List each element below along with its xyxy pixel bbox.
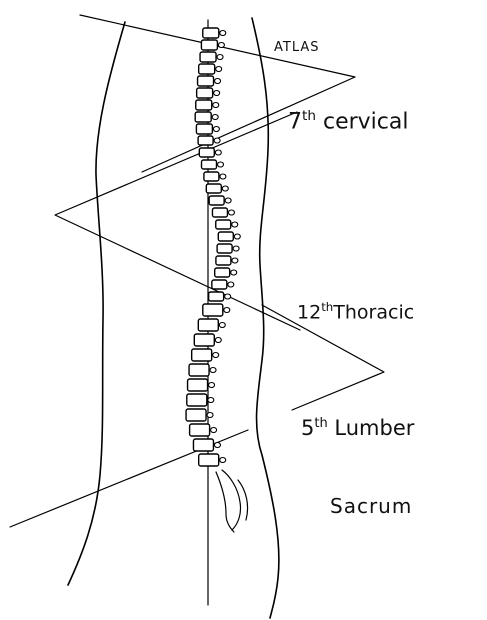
vertebra-process	[214, 443, 220, 448]
vertebra	[198, 136, 213, 145]
vertebra-process	[218, 162, 224, 167]
vertebra	[197, 88, 213, 98]
vertebra	[199, 148, 214, 157]
vertebra-process	[220, 458, 226, 463]
label-5th-lumbar-sup: th	[314, 416, 327, 431]
vertebral-column	[186, 28, 240, 466]
vertebra-process	[216, 67, 222, 72]
vertebra-process	[212, 115, 218, 120]
vertebra-process	[228, 210, 234, 215]
vertebra	[202, 160, 217, 169]
vertebra	[203, 28, 219, 38]
label-12th-thoracic-num: 12	[297, 301, 321, 323]
label-12th-thoracic: 12thThoracic	[297, 300, 414, 323]
vertebra	[192, 349, 212, 361]
vertebra-process	[207, 413, 213, 418]
vertebra	[196, 100, 212, 110]
vertebra-process	[232, 258, 238, 263]
vertebra-process	[220, 31, 226, 36]
vertebra	[199, 454, 219, 466]
label-7th-cervical-num: 7	[288, 109, 302, 134]
vertebra-process	[210, 368, 216, 373]
label-7th-cervical-word: cervical	[323, 109, 409, 134]
label-12th-thoracic-sup: th	[321, 300, 333, 314]
vertebra-process	[224, 308, 230, 313]
vertebra-process	[213, 353, 219, 358]
vertebra	[209, 196, 224, 205]
vertebra	[206, 184, 221, 193]
vertebra-process	[220, 174, 226, 179]
vertebra-process	[225, 198, 231, 203]
vertebra	[193, 439, 213, 451]
vertebra-process	[215, 79, 221, 84]
vertebra	[190, 424, 210, 436]
vertebra-process	[208, 398, 214, 403]
vertebra	[212, 280, 227, 289]
vertebra-process	[213, 103, 219, 108]
vertebra	[217, 244, 232, 253]
cervical-thoracic-line	[55, 112, 300, 330]
vertebra-process	[222, 186, 228, 191]
vertebra	[218, 232, 233, 241]
vertebra	[216, 256, 231, 265]
vertebra-process	[225, 294, 231, 299]
vertebra-process	[209, 383, 215, 388]
vertebra	[198, 319, 218, 331]
vertebra-process	[213, 127, 219, 132]
label-5th-lumbar-num: 5	[301, 416, 314, 440]
vertebra	[216, 220, 231, 229]
vertebra-process	[231, 270, 237, 275]
label-atlas: ATLAS	[274, 40, 320, 55]
vertebra-process	[215, 338, 221, 343]
vertebra	[188, 379, 208, 391]
vertebra	[198, 76, 214, 86]
label-5th-lumbar: 5th Lumber	[301, 416, 414, 440]
sacrum-shape	[216, 470, 248, 532]
vertebra-process	[232, 222, 238, 227]
vertebra-process	[218, 43, 224, 48]
vertebra	[186, 409, 206, 421]
vertebra-process	[233, 246, 239, 251]
vertebra	[194, 334, 214, 346]
vertebra	[200, 52, 216, 62]
label-5th-lumbar-word: Lumber	[334, 416, 414, 440]
vertebra	[215, 268, 230, 277]
vertebra-process	[211, 428, 217, 433]
label-sacrum: Sacrum	[330, 494, 412, 518]
label-12th-thoracic-word: Thoracic	[333, 301, 414, 323]
vertebra-process	[219, 323, 225, 328]
vertebra	[201, 40, 217, 50]
label-7th-cervical: 7th cervical	[288, 108, 408, 134]
vertebra	[209, 292, 224, 301]
label-7th-cervical-sup: th	[302, 108, 316, 124]
vertebra-process	[234, 234, 240, 239]
vertebra-process	[214, 91, 220, 96]
vertebra-process	[215, 150, 221, 155]
vertebra-process	[217, 55, 223, 60]
vertebra	[212, 208, 227, 217]
body-outline-left	[68, 22, 125, 585]
vertebra	[187, 394, 207, 406]
vertebra	[195, 112, 211, 122]
vertebra-process	[228, 282, 234, 287]
vertebra-process	[214, 138, 220, 143]
vertebra	[196, 124, 212, 134]
vertebra	[204, 172, 219, 181]
vertebra	[203, 304, 223, 316]
vertebra	[199, 64, 215, 74]
vertebra	[189, 364, 209, 376]
